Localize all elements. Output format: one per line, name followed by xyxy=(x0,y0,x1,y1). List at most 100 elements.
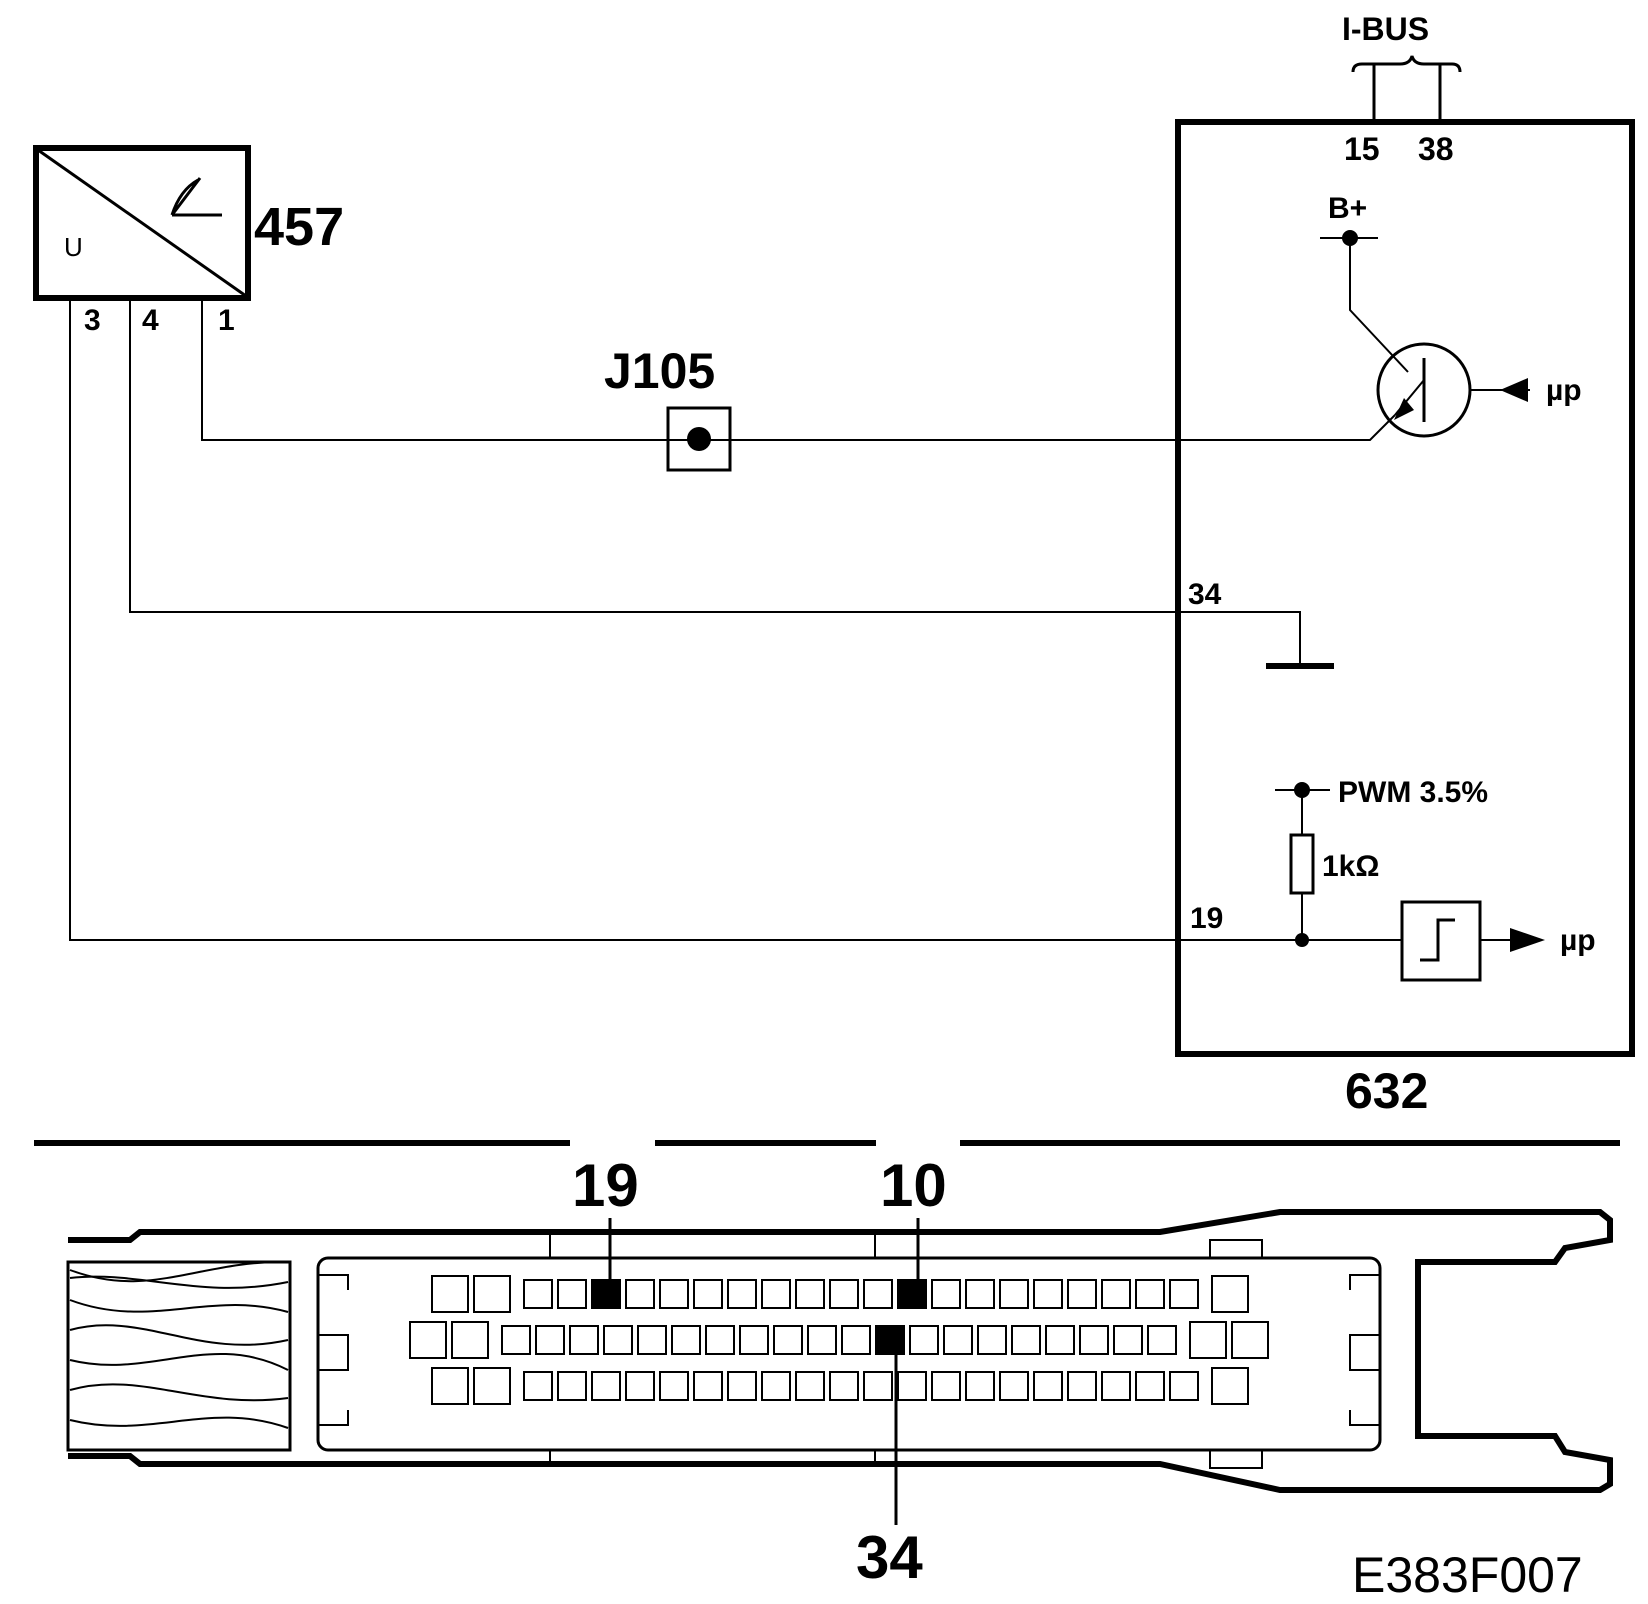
sensor-inner-label: U xyxy=(64,232,83,262)
supply-wire xyxy=(1349,238,1409,373)
connector-pin xyxy=(773,1325,803,1355)
connector-pin xyxy=(705,1325,735,1355)
connector-pin xyxy=(591,1371,621,1401)
connector-pin xyxy=(1169,1279,1199,1309)
connector-pin xyxy=(671,1325,701,1355)
gauge-icon xyxy=(170,177,222,217)
connector-pin-highlighted xyxy=(897,1279,927,1309)
callout-label-19: 19 xyxy=(572,1152,639,1219)
connector-pin xyxy=(977,1325,1007,1355)
connector-pin xyxy=(1079,1325,1109,1355)
sensor-pin-4: 4 xyxy=(142,304,159,337)
connector-pin-large xyxy=(451,1321,489,1359)
cable-strand xyxy=(69,1383,289,1402)
connector-pin xyxy=(1011,1325,1041,1355)
connector-face xyxy=(316,1256,1382,1452)
connector-pin xyxy=(1033,1371,1063,1401)
connector-pin-large xyxy=(1211,1367,1249,1405)
key-left xyxy=(318,1274,349,1426)
sensor-id-label: 457 xyxy=(254,197,344,257)
connector-pin-large xyxy=(1189,1321,1227,1359)
output-arrow-icon xyxy=(1510,928,1545,952)
connector-pin xyxy=(659,1279,689,1309)
connector-pin xyxy=(1045,1325,1075,1355)
housing-tab xyxy=(1209,1449,1263,1469)
wire-pin4 xyxy=(129,298,1301,665)
ibus-brace xyxy=(1351,55,1462,73)
connector-pin-large xyxy=(1231,1321,1269,1359)
connector-pin xyxy=(1113,1325,1143,1355)
wire-pin3 xyxy=(69,298,1402,941)
test-point-box xyxy=(666,406,732,472)
sensor-457: U 457 3 4 1 xyxy=(33,145,344,337)
connector-pin xyxy=(761,1279,791,1309)
connector-pin xyxy=(557,1279,587,1309)
connector-pin xyxy=(841,1325,871,1355)
housing-tab xyxy=(1209,1239,1263,1259)
pin-grid xyxy=(409,1275,1269,1405)
connector-pin xyxy=(795,1371,825,1401)
sensor-pin-1: 1 xyxy=(218,304,235,337)
connector-pin xyxy=(1101,1371,1131,1401)
cable-strand xyxy=(69,1324,289,1346)
connector-pin xyxy=(1033,1279,1063,1309)
signal-node xyxy=(1295,933,1309,947)
connector-pin xyxy=(523,1371,553,1401)
connector-pin xyxy=(523,1279,553,1309)
connector-pin xyxy=(999,1279,1029,1309)
connector-pin xyxy=(999,1371,1029,1401)
connector-pin xyxy=(625,1371,655,1401)
cable-rect xyxy=(66,1260,292,1452)
trigger-box xyxy=(1400,900,1482,982)
connector-pin xyxy=(897,1371,927,1401)
callout-label-10: 10 xyxy=(880,1152,947,1219)
module-pin-19: 19 xyxy=(1190,902,1223,935)
ibus-label: I-BUS xyxy=(1342,11,1429,47)
connector-pin xyxy=(569,1325,599,1355)
connector-pin-large xyxy=(473,1367,511,1405)
connector-pin-large xyxy=(431,1275,469,1313)
connector-pin xyxy=(739,1325,769,1355)
connector-pin-large xyxy=(473,1275,511,1313)
connector-pin xyxy=(535,1325,565,1355)
supply-label: B+ xyxy=(1328,192,1367,225)
mcu-label-bottom: µp xyxy=(1560,924,1596,957)
connector: 19 10 34 xyxy=(66,1152,1613,1591)
connector-pin xyxy=(863,1371,893,1401)
connector-pin-large xyxy=(431,1367,469,1405)
pwm-label: PWM 3.5% xyxy=(1338,776,1488,809)
connector-pin xyxy=(829,1279,859,1309)
connector-pin xyxy=(1101,1279,1131,1309)
connector-pin xyxy=(965,1371,995,1401)
connector-pin xyxy=(557,1371,587,1401)
connector-pin xyxy=(909,1325,939,1355)
connector-pin xyxy=(501,1325,531,1355)
sensor-pin-3: 3 xyxy=(84,304,101,337)
connector-pin-large xyxy=(409,1321,447,1359)
connector-pin xyxy=(693,1279,723,1309)
ibus-pin-38: 38 xyxy=(1418,131,1454,167)
connector-pin xyxy=(1067,1371,1097,1401)
connector-pin xyxy=(637,1325,667,1355)
drive-arrow-icon xyxy=(1500,378,1528,402)
connector-pin xyxy=(1147,1325,1177,1355)
connector-pin-highlighted xyxy=(591,1279,621,1309)
connector-pin xyxy=(829,1371,859,1401)
key-right xyxy=(1349,1274,1380,1426)
connector-pin xyxy=(965,1279,995,1309)
figure-id: E383F007 xyxy=(1352,1547,1583,1603)
cable-strand xyxy=(69,1416,289,1429)
connector-pin xyxy=(727,1279,757,1309)
ibus-pin-15: 15 xyxy=(1344,131,1380,167)
connector-pin xyxy=(931,1279,961,1309)
connector-housing xyxy=(68,1209,1613,1493)
mcu-label-top: µp xyxy=(1546,374,1582,407)
module-box xyxy=(1175,119,1635,1057)
resistor-label: 1kΩ xyxy=(1322,850,1379,883)
connector-pin xyxy=(943,1325,973,1355)
cable-strand xyxy=(69,1352,289,1371)
connector-pin xyxy=(1135,1371,1165,1401)
connector-pin xyxy=(795,1279,825,1309)
wires xyxy=(69,298,1402,941)
